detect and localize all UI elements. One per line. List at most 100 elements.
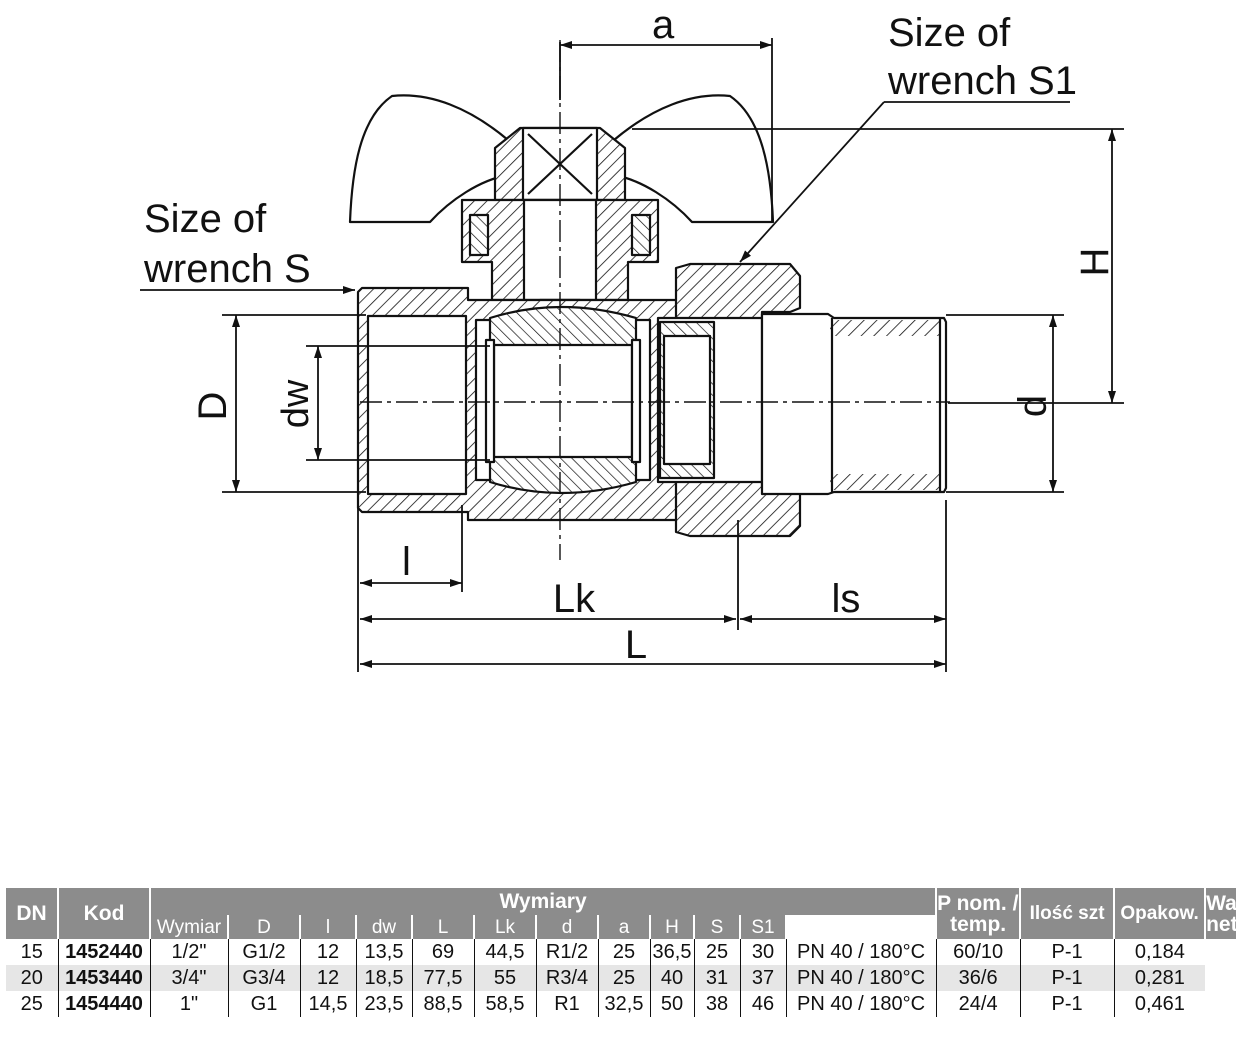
cell-D: G1/2 [228,939,301,965]
cell-l: 14,5 [300,991,357,1017]
header-pnom-line1: P nom. / max [937,891,1019,915]
cell-ilosc: 24/4 [936,991,1021,1017]
label-D: D [191,392,235,421]
header-S: S [694,915,741,939]
cell-S: 38 [694,991,741,1017]
cell-pnom: PN 40 / 180°C [786,991,937,1017]
header-waga-line1: Waga [1206,891,1237,915]
cell-d: R3/4 [536,965,599,991]
cell-Lk: 55 [474,965,537,991]
table-header-row: DN Kod Wymiary P nom. / max temp. Ilość … [6,888,1238,939]
cell-kod: 1454440 [58,991,151,1017]
label-L: L [625,623,647,667]
cell-H: 36,5 [650,939,695,965]
cell-dw: 13,5 [356,939,413,965]
cell-l: 12 [300,965,357,991]
cell-L: 69 [412,939,475,965]
cell-S: 25 [694,939,741,965]
cell-wymiar: 1/2" [150,939,229,965]
header-Lk: Lk [474,915,537,939]
label-d: d [1011,395,1055,417]
note-wrench-s1-line2: wrench S1 [887,59,1077,103]
note-wrench-s1-line1: Size of [888,11,1011,55]
cell-wymiar: 3/4" [150,965,229,991]
cell-a: 25 [598,939,651,965]
cell-opakow: P-1 [1020,991,1115,1017]
header-opakow: Opakow. [1114,888,1207,939]
header-H: H [650,915,695,939]
header-pnom-line2: temp. [950,912,1007,936]
cell-kod: 1453440 [58,965,151,991]
cell-S1: 30 [740,939,787,965]
header-waga: Waga netto [1205,888,1238,939]
cell-dn: 15 [6,939,59,965]
label-l: l [402,540,411,584]
cell-H: 40 [650,965,695,991]
cell-l: 12 [300,939,357,965]
note-wrench-s-line1: Size of [144,197,267,241]
cell-ilosc: 60/10 [936,939,1021,965]
label-Lk: Lk [553,577,596,621]
dimension-lines [140,38,1124,672]
header-S1: S1 [740,915,787,939]
cell-kod: 1452440 [58,939,151,965]
cell-a: 25 [598,965,651,991]
table-subheader-row: Wymiar D l dw L Lk d a H S S1 [6,915,1237,939]
cell-d: R1/2 [536,939,599,965]
cell-opakow: P-1 [1020,965,1115,991]
valve-body [348,94,948,538]
cell-L: 77,5 [412,965,475,991]
cell-dn: 20 [6,965,59,991]
header-waga-line2: netto [1206,912,1237,936]
header-l: l [300,915,357,939]
cell-waga: 0,461 [1114,991,1206,1017]
note-wrench-s-line2: wrench S [143,247,311,291]
cell-pnom: PN 40 / 180°C [786,939,937,965]
male-end [760,312,948,496]
cell-H: 50 [650,991,695,1017]
header-ilosc: Ilość szt [1020,888,1116,939]
cell-dw: 23,5 [356,991,413,1017]
dimension-labels: a H D dw d l Lk ls L Size of wrench S Si… [143,3,1117,667]
header-wymiar: Wymiar [150,915,229,939]
table-row: 25 1454440 1" G1 14,5 23,5 88,5 58,5 R1 … [6,991,1237,1017]
center-lines [360,40,950,560]
valve-technical-drawing: a H D dw d l Lk ls L Size of wrench S Si… [140,3,1124,672]
cell-D: G3/4 [228,965,301,991]
table-row: 15 1452440 1/2" G1/2 12 13,5 69 44,5 R1/… [6,939,1237,965]
cell-Lk: 58,5 [474,991,537,1017]
cell-waga: 0,281 [1114,965,1206,991]
header-dn: DN [6,888,59,939]
cell-S1: 37 [740,965,787,991]
table-row: 20 1453440 3/4" G3/4 12 18,5 77,5 55 R3/… [6,965,1237,991]
cell-Lk: 44,5 [474,939,537,965]
cell-D: G1 [228,991,301,1017]
cell-dw: 18,5 [356,965,413,991]
cell-d: R1 [536,991,599,1017]
cell-S: 31 [694,965,741,991]
cell-ilosc: 36/6 [936,965,1021,991]
specification-table: DN Kod Wymiary P nom. / max temp. Ilość … [6,888,1238,1017]
header-wymiary: Wymiary [150,888,938,915]
header-L: L [412,915,475,939]
header-a: a [598,915,651,939]
cell-waga: 0,184 [1114,939,1206,965]
cell-wymiar: 1" [150,991,229,1017]
label-dw: dw [275,379,317,428]
cell-pnom: PN 40 / 180°C [786,965,937,991]
label-a: a [652,3,675,47]
header-D: D [228,915,301,939]
header-d: d [536,915,599,939]
label-ls: ls [832,577,861,621]
cell-dn: 25 [6,991,59,1017]
cell-a: 32,5 [598,991,651,1017]
label-H: H [1073,248,1117,277]
butterfly-handle-right [612,94,775,224]
header-kod: Kod [58,888,151,939]
header-dw: dw [356,915,413,939]
header-pnom: P nom. / max temp. [936,888,1022,939]
cell-S1: 46 [740,991,787,1017]
butterfly-handle [348,94,510,224]
cell-opakow: P-1 [1020,939,1115,965]
cell-L: 88,5 [412,991,475,1017]
